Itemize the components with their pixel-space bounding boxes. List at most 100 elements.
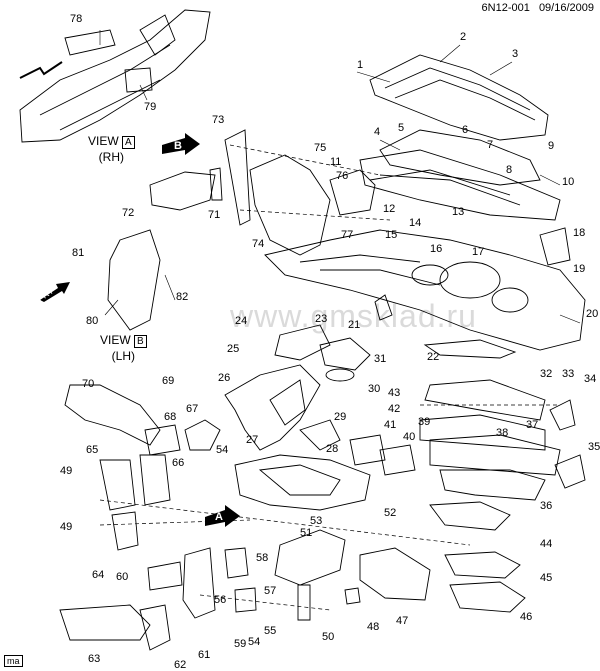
callout-43: 43 <box>388 387 400 399</box>
diagram-date: 09/16/2009 <box>538 2 594 14</box>
callout-83: 83 <box>0 0 12 3</box>
callout-66: 66 <box>172 457 184 469</box>
callout-79: 79 <box>144 101 156 113</box>
view-b-label: VIEW B (LH) <box>100 333 147 363</box>
callout-70: 70 <box>82 378 94 390</box>
callout-55: 55 <box>264 625 276 637</box>
callout-20: 20 <box>586 308 598 320</box>
callout-84: 84 <box>0 0 12 3</box>
callout-64: 64 <box>92 569 104 581</box>
callout-7: 7 <box>487 139 493 151</box>
rh-detail-structure <box>19 9 211 143</box>
callout-26: 26 <box>218 372 230 384</box>
callout-75: 75 <box>314 142 326 154</box>
callout-61: 61 <box>198 649 210 661</box>
view-a-label: VIEW A (RH) <box>88 134 135 164</box>
center-strut <box>224 324 371 451</box>
callout-69: 69 <box>162 375 174 387</box>
callout-34: 34 <box>584 373 596 385</box>
callout-30: 30 <box>368 383 380 395</box>
callout-39: 39 <box>418 416 430 428</box>
callout-71: 71 <box>208 209 220 221</box>
callout-3: 3 <box>512 48 518 60</box>
callout-67: 67 <box>186 403 198 415</box>
diagram-header: 6N12-001 09/16/2009 <box>476 2 594 14</box>
arrow-letter-group: BA <box>174 140 223 523</box>
callout-5: 5 <box>398 122 404 134</box>
callout-62: 62 <box>174 659 186 671</box>
callout-10: 10 <box>562 176 574 188</box>
callout-74: 74 <box>252 238 264 250</box>
callout-56: 56 <box>214 594 226 606</box>
lower-left-pieces <box>59 419 257 651</box>
callout-8: 8 <box>506 164 512 176</box>
callout-17: 17 <box>472 246 484 258</box>
diagram-code: 6N12-001 <box>481 2 530 14</box>
dash-panel <box>264 227 586 359</box>
callout-23: 23 <box>315 313 327 325</box>
corner-tag: ma <box>4 655 23 667</box>
callout-54: 54 <box>216 444 228 456</box>
callout-80: 80 <box>86 315 98 327</box>
callout-24: 24 <box>235 315 247 327</box>
callout-2: 2 <box>460 31 466 43</box>
callout-12: 12 <box>383 203 395 215</box>
callout-32: 32 <box>540 368 552 380</box>
callout-73: 73 <box>212 114 224 126</box>
callout-78: 78 <box>70 13 82 25</box>
callout-38: 38 <box>496 427 508 439</box>
direction-arrows <box>40 133 240 527</box>
callout-59: 59 <box>234 638 246 650</box>
left-mid-pieces <box>64 129 376 446</box>
callout-57: 57 <box>264 585 276 597</box>
callout-13: 13 <box>452 206 464 218</box>
callout-76: 76 <box>336 170 348 182</box>
callout-49: 49 <box>60 521 72 533</box>
callout-77: 77 <box>341 229 353 241</box>
callout-37: 37 <box>526 419 538 431</box>
callout-45: 45 <box>540 572 552 584</box>
callout-68: 68 <box>164 411 176 423</box>
callout-47: 47 <box>396 615 408 627</box>
callout-72: 72 <box>122 207 134 219</box>
right-rails <box>349 379 586 613</box>
callout-11: 11 <box>330 156 341 168</box>
cowl-panel <box>359 54 561 221</box>
callout-6: 6 <box>462 124 468 136</box>
callout-81: 81 <box>72 247 84 259</box>
callout-14: 14 <box>409 217 421 229</box>
callout-15: 15 <box>385 229 397 241</box>
callout-60: 60 <box>116 571 128 583</box>
callout-29: 29 <box>334 411 346 423</box>
callout-1: 1 <box>357 59 363 71</box>
callout-33: 33 <box>562 368 574 380</box>
callout-28: 28 <box>326 443 338 455</box>
callout-54: 54 <box>248 636 260 648</box>
callout-4: 4 <box>374 126 380 138</box>
callout-35: 35 <box>588 441 600 453</box>
arrow-letter-a: A <box>215 511 223 523</box>
callout-31: 31 <box>374 353 386 365</box>
callout-51: 51 <box>300 527 312 539</box>
callout-22: 22 <box>427 351 439 363</box>
callout-21: 21 <box>348 319 360 331</box>
callout-82: 82 <box>176 291 188 303</box>
callout-36: 36 <box>540 500 552 512</box>
callout-52: 52 <box>384 507 396 519</box>
callout-48: 48 <box>367 621 379 633</box>
callout-40: 40 <box>403 431 415 443</box>
callout-9: 9 <box>548 140 554 152</box>
arrow-letter-b: B <box>174 140 182 152</box>
callout-16: 16 <box>430 243 442 255</box>
callout-42: 42 <box>388 403 400 415</box>
callout-50: 50 <box>322 631 334 643</box>
lower-center-rails <box>234 454 431 621</box>
callout-58: 58 <box>256 552 268 564</box>
callout-41: 41 <box>384 419 396 431</box>
callout-19: 19 <box>573 263 585 275</box>
callout-27: 27 <box>246 434 258 446</box>
callout-25: 25 <box>227 343 239 355</box>
